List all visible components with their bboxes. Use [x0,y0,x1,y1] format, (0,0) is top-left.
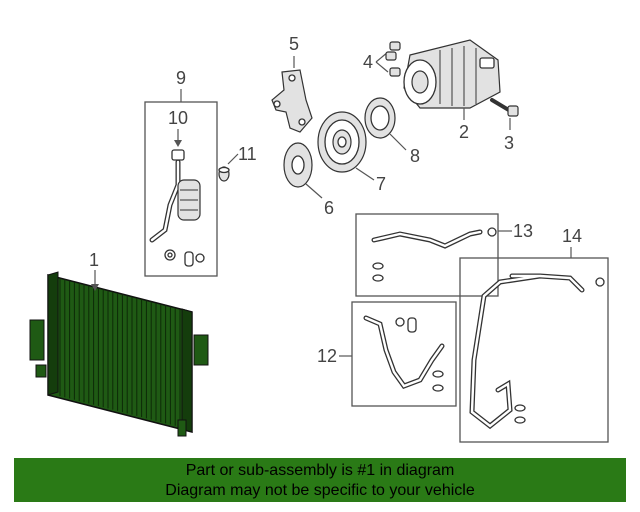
callout-13: 13 [498,221,533,241]
condenser-fins [59,278,181,427]
seal-part-11[interactable] [218,166,230,182]
bolt-part-4[interactable] [385,41,401,77]
hose-part-12[interactable] [363,315,445,392]
svg-text:5: 5 [289,34,299,54]
svg-text:3: 3 [504,133,514,153]
hose-part-14[interactable] [469,273,605,430]
callout-6: 6 [305,183,334,218]
callout-8: 8 [389,133,420,166]
callout-11: 11 [227,144,257,165]
condenser-part[interactable] [29,271,209,437]
svg-text:8: 8 [410,146,420,166]
callout-3: 3 [504,118,514,153]
svg-text:10: 10 [168,108,188,128]
callout-2: 2 [459,108,469,142]
svg-text:12: 12 [317,346,337,366]
clutch-plate-part-6[interactable] [283,142,313,188]
callout-9: 9 [176,68,186,102]
box-9 [144,101,218,277]
callout-1: 1 [89,250,99,291]
callout-5: 5 [289,34,299,68]
pressure-switch-part[interactable] [149,149,205,267]
svg-text:7: 7 [376,174,386,194]
callout-12: 12 [317,346,352,366]
svg-text:14: 14 [562,226,582,246]
compressor-part[interactable] [403,39,501,109]
pulley-part-7[interactable] [317,111,367,173]
svg-text:13: 13 [513,221,533,241]
coil-part-8[interactable] [364,97,396,139]
callout-7: 7 [355,167,386,194]
disclaimer-banner: Part or sub-assembly is #1 in diagram Di… [14,458,626,502]
hose-part-13[interactable] [371,227,497,282]
svg-text:2: 2 [459,122,469,142]
callout-4: 4 [363,51,389,73]
svg-text:11: 11 [238,144,257,164]
disclaimer-line-2: Diagram may not be specific to your vehi… [165,482,475,499]
box-13 [355,213,499,297]
svg-text:1: 1 [89,250,99,270]
callout-10: 10 [168,108,188,147]
bolt-part-3[interactable] [490,98,519,117]
svg-text:6: 6 [324,198,334,218]
box-14 [459,257,609,443]
callout-14: 14 [562,226,582,258]
box-12 [351,301,457,407]
svg-text:4: 4 [363,52,373,72]
svg-text:9: 9 [176,68,186,88]
bracket-part-5[interactable] [271,69,313,133]
disclaimer-line-1: Part or sub-assembly is #1 in diagram [185,462,455,479]
